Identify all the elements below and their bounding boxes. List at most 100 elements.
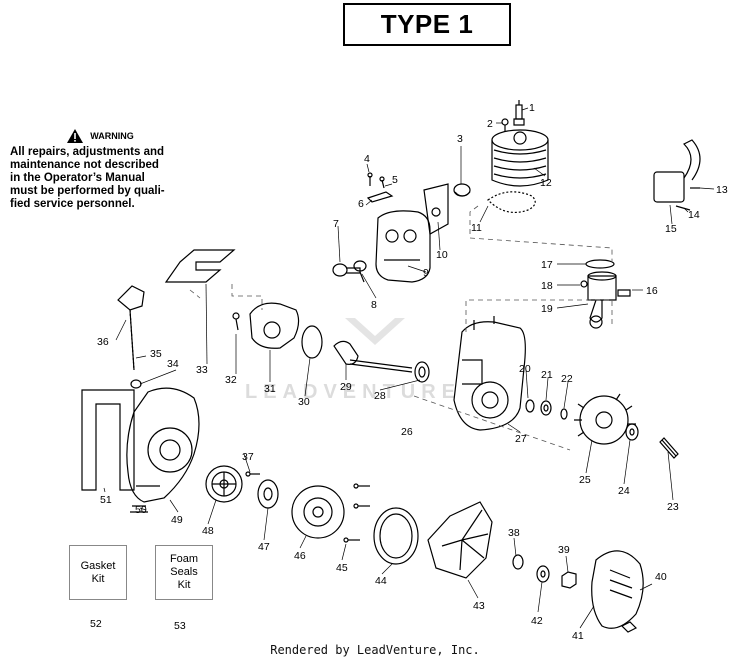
small-screw-part[interactable]: [379, 176, 385, 189]
part-number-33[interactable]: 33: [196, 364, 208, 376]
flywheel-part[interactable]: [574, 393, 636, 445]
starter-pulley-part[interactable]: [205, 465, 243, 503]
crankcase-part[interactable]: [453, 316, 526, 431]
part-number-38[interactable]: 38: [508, 527, 520, 539]
part-number-7[interactable]: 7: [333, 218, 339, 230]
gasket-kit-box[interactable]: Gasket Kit: [69, 545, 127, 600]
part-number-12[interactable]: 12: [540, 177, 552, 189]
cylinder-screw-part[interactable]: [501, 118, 509, 132]
part-number-36[interactable]: 36: [97, 336, 109, 348]
part-number-30[interactable]: 30: [298, 396, 310, 408]
part-number-49[interactable]: 49: [171, 514, 183, 526]
cylinder-gasket-part[interactable]: [487, 191, 536, 213]
part-number-52[interactable]: 52: [90, 618, 102, 630]
part-number-44[interactable]: 44: [375, 575, 387, 587]
impeller-part[interactable]: [427, 501, 493, 579]
part-number-19[interactable]: 19: [541, 303, 553, 315]
part-number-15[interactable]: 15: [665, 223, 677, 235]
seal-part[interactable]: [525, 399, 535, 413]
seal-part[interactable]: [540, 400, 552, 416]
part-number-9[interactable]: 9: [423, 267, 429, 279]
muffler-screw-part[interactable]: [353, 260, 367, 283]
starter-housing-part[interactable]: [126, 387, 200, 503]
part-number-51[interactable]: 51: [100, 494, 112, 506]
part-number-14[interactable]: 14: [688, 209, 700, 221]
part-number-2[interactable]: 2: [487, 118, 493, 130]
ignition-module-part[interactable]: [653, 139, 701, 211]
o-ring-part[interactable]: [301, 325, 323, 359]
part-number-29[interactable]: 29: [340, 381, 352, 393]
fan-ring-part[interactable]: [373, 507, 419, 565]
crank-seal-part[interactable]: [414, 361, 430, 383]
air-filter-foam-part[interactable]: [164, 249, 236, 283]
washer-part[interactable]: [625, 423, 639, 441]
part-number-1[interactable]: 1: [529, 102, 535, 114]
part-number-27[interactable]: 27: [515, 433, 527, 445]
fuel-tank-part[interactable]: [81, 389, 135, 491]
part-number-28[interactable]: 28: [374, 390, 386, 402]
part-number-42[interactable]: 42: [531, 615, 543, 627]
part-number-17[interactable]: 17: [541, 259, 553, 271]
nut-part[interactable]: [561, 571, 577, 589]
housing-screw-part[interactable]: [232, 312, 240, 331]
part-number-53[interactable]: 53: [174, 620, 186, 632]
part-number-8[interactable]: 8: [371, 299, 377, 311]
part-number-46[interactable]: 46: [294, 550, 306, 562]
part-number-39[interactable]: 39: [558, 544, 570, 556]
pin-part[interactable]: [659, 437, 679, 459]
part-number-37[interactable]: 37: [242, 451, 254, 463]
small-screw-part[interactable]: [367, 172, 373, 186]
pin-clip-part[interactable]: [580, 280, 588, 288]
part-number-21[interactable]: 21: [541, 369, 553, 381]
part-number-22[interactable]: 22: [561, 373, 573, 385]
part-number-23[interactable]: 23: [667, 501, 679, 513]
part-number-6[interactable]: 6: [358, 198, 364, 210]
starter-handle-part[interactable]: [117, 285, 145, 371]
part-number-3[interactable]: 3: [457, 133, 463, 145]
screw-part[interactable]: [343, 537, 360, 543]
cap-part[interactable]: [453, 183, 471, 197]
part-number-10[interactable]: 10: [436, 249, 448, 261]
part-number-45[interactable]: 45: [336, 562, 348, 574]
recoil-spring-part[interactable]: [291, 485, 345, 539]
carburetor-housing-part[interactable]: [249, 302, 300, 349]
part-number-50[interactable]: 50: [135, 504, 147, 516]
part-number-35[interactable]: 35: [150, 348, 162, 360]
spacer-part[interactable]: [560, 408, 568, 420]
part-number-5[interactable]: 5: [392, 174, 398, 186]
muffler-part[interactable]: [375, 210, 431, 283]
spacer-part[interactable]: [512, 554, 524, 570]
part-number-18[interactable]: 18: [541, 280, 553, 292]
part-number-31[interactable]: 31: [264, 383, 276, 395]
blower-cover-part[interactable]: [591, 550, 644, 633]
part-number-34[interactable]: 34: [167, 358, 179, 370]
part-number-13[interactable]: 13: [716, 184, 728, 196]
part-number-47[interactable]: 47: [258, 541, 270, 553]
piston-ring-part[interactable]: [585, 259, 615, 269]
washer-part[interactable]: [257, 479, 279, 509]
crankshaft-part[interactable]: [333, 340, 413, 373]
cylinder-part[interactable]: [491, 129, 549, 187]
spark-plug-part[interactable]: [513, 100, 525, 126]
part-number-11[interactable]: 11: [471, 222, 482, 234]
piston-part[interactable]: [587, 271, 617, 329]
part-number-43[interactable]: 43: [473, 600, 485, 612]
heat-shield-part[interactable]: [423, 183, 449, 235]
part-number-48[interactable]: 48: [202, 525, 214, 537]
grommet-part[interactable]: [130, 379, 142, 389]
part-number-4[interactable]: 4: [364, 153, 370, 165]
pulley-screw-part[interactable]: [245, 471, 260, 477]
part-number-20[interactable]: 20: [519, 363, 531, 375]
piston-pin-part[interactable]: [617, 289, 631, 297]
part-number-24[interactable]: 24: [618, 485, 630, 497]
housing-screw-part[interactable]: [130, 505, 148, 513]
nut-part[interactable]: [536, 565, 550, 583]
screw-part[interactable]: [353, 483, 370, 489]
part-number-32[interactable]: 32: [225, 374, 237, 386]
part-number-40[interactable]: 40: [655, 571, 667, 583]
part-number-41[interactable]: 41: [572, 630, 584, 642]
foam-seals-kit-box[interactable]: Foam Seals Kit: [155, 545, 213, 600]
part-number-16[interactable]: 16: [646, 285, 658, 297]
part-number-25[interactable]: 25: [579, 474, 591, 486]
part-number-26[interactable]: 26: [401, 426, 413, 438]
